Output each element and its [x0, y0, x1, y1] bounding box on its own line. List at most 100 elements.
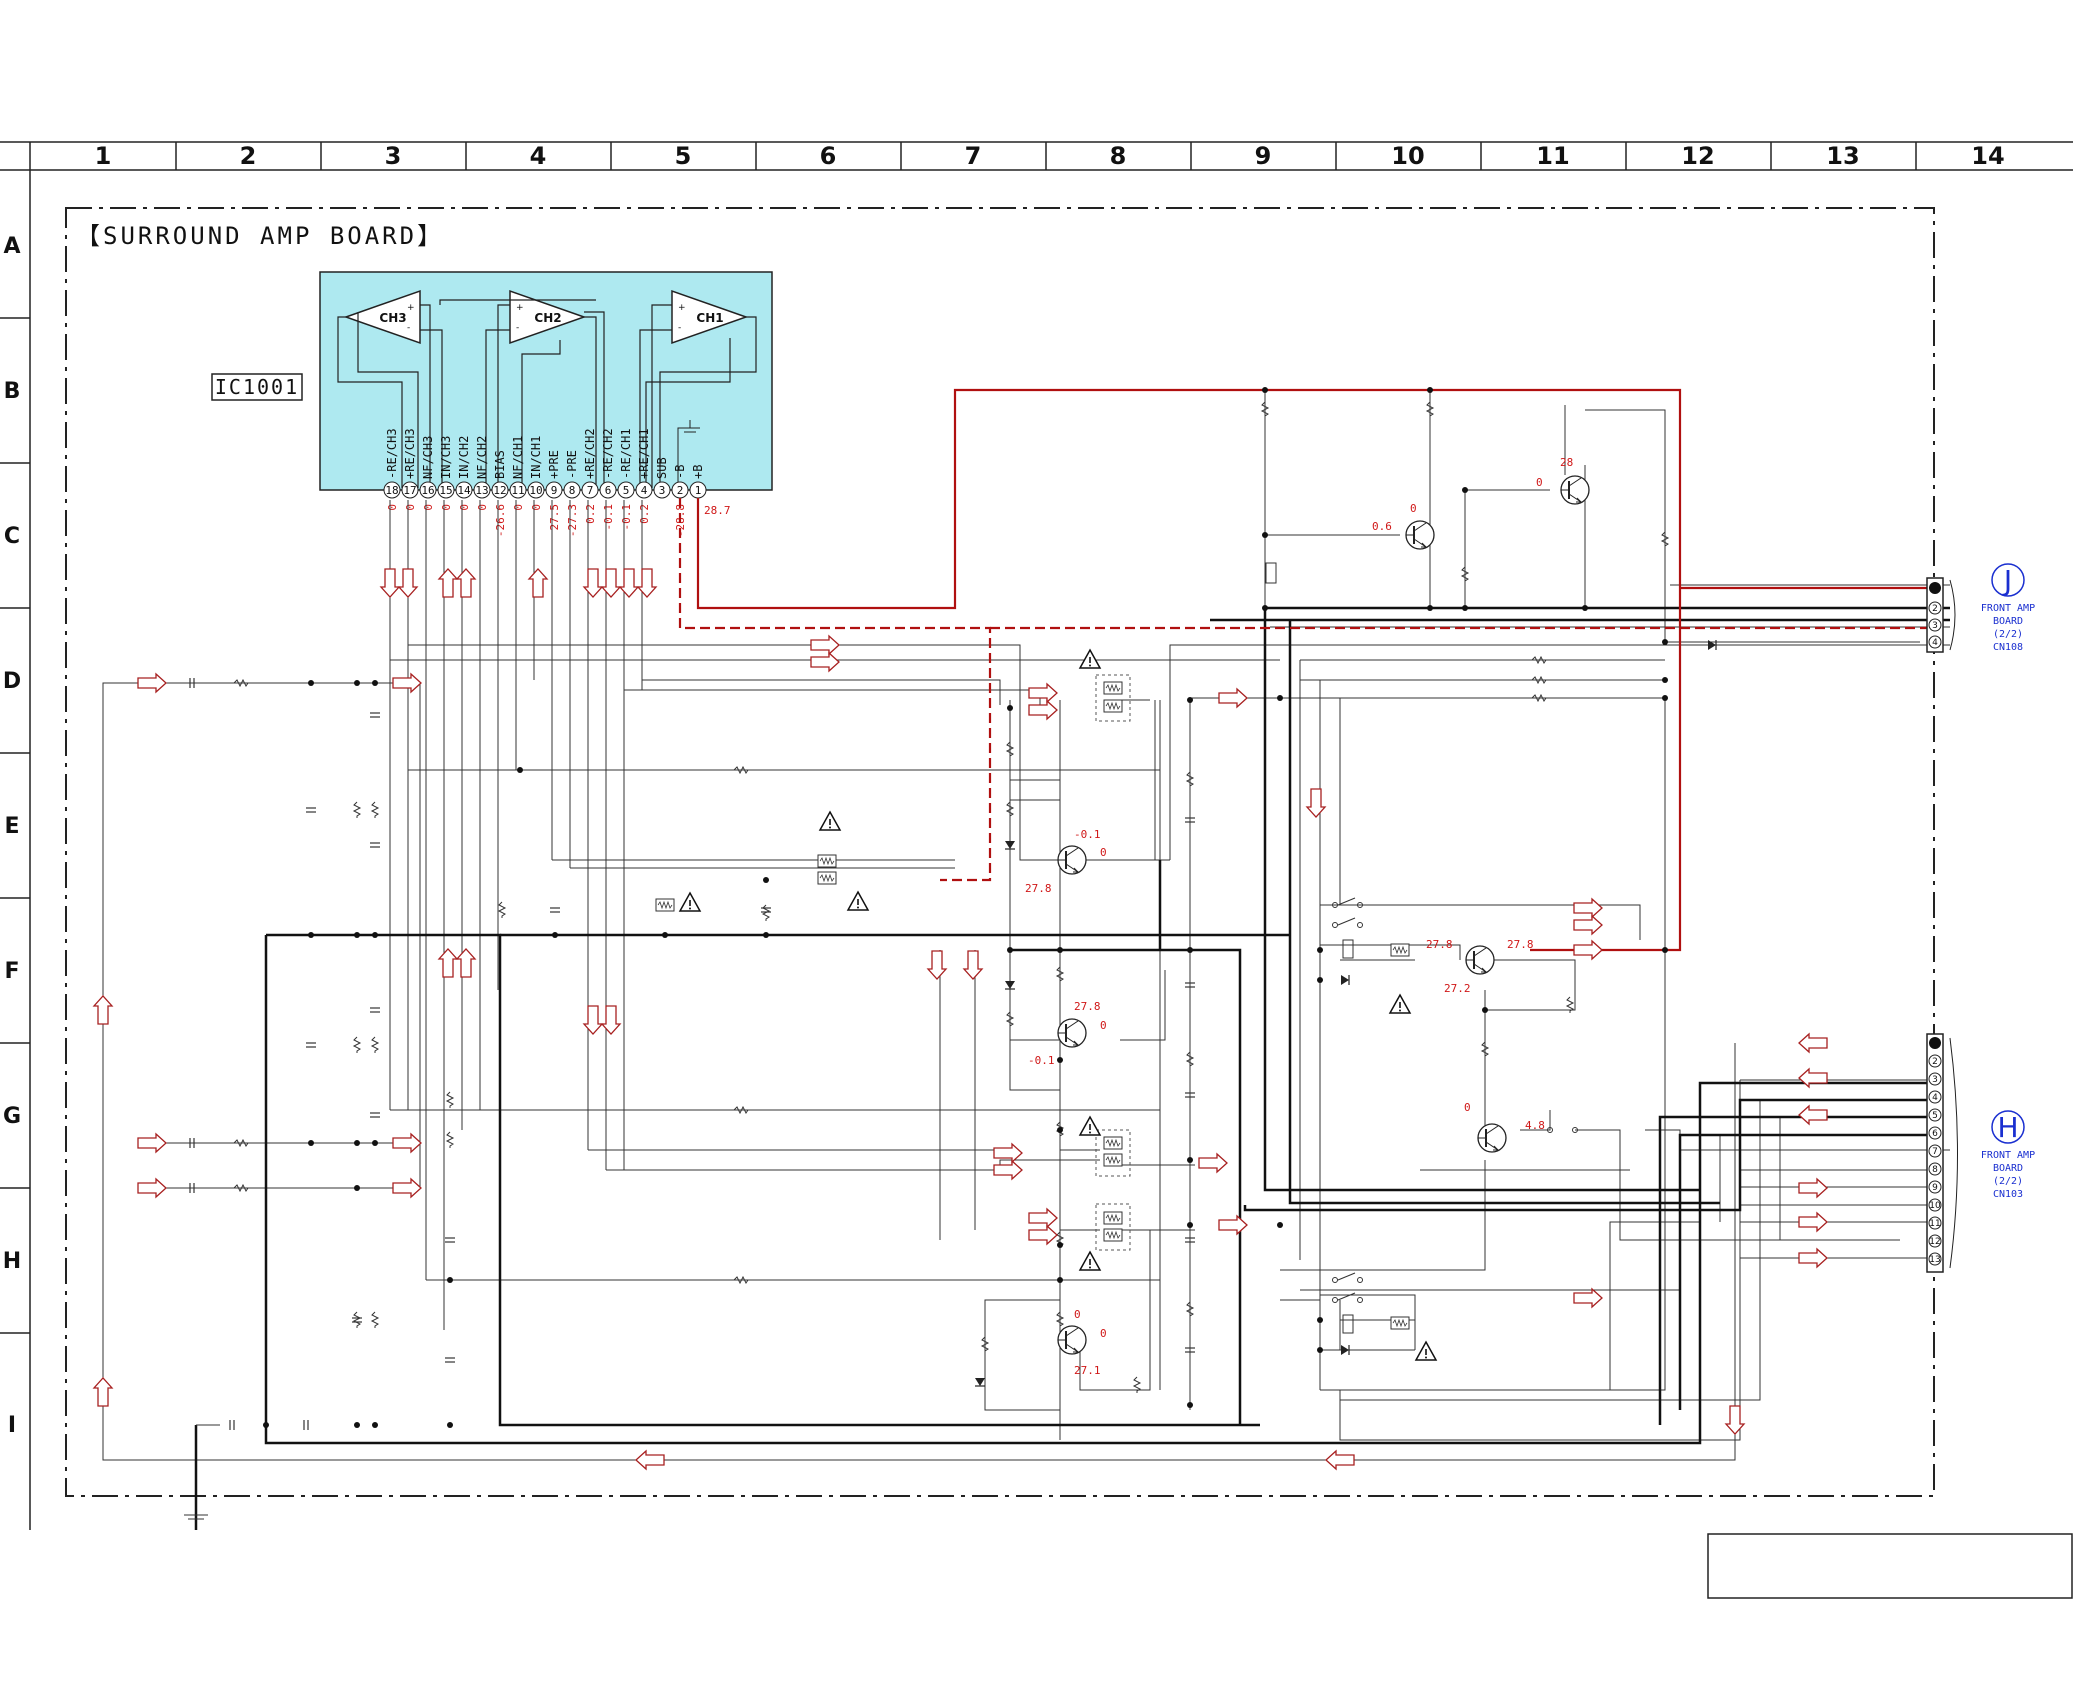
- svg-text:-: -: [407, 323, 410, 333]
- connector-h-pin-circle: [1928, 1162, 1942, 1176]
- ic-pin: [491, 481, 509, 499]
- row-label: E: [4, 814, 19, 839]
- ic-pin-name: -RE/CH2: [601, 428, 615, 479]
- signal-flow-arrows: [93, 568, 1828, 1470]
- ic-pin-name: +RE/CH1: [637, 428, 651, 479]
- ch3-label: CH3: [379, 311, 406, 325]
- voltage-label: 27.1: [1074, 1364, 1101, 1377]
- connector-h-pin: 13: [1929, 1255, 1940, 1265]
- ic-pin-number: 12: [493, 484, 506, 497]
- ic-pin-number: 3: [659, 484, 666, 497]
- svg-text:-: -: [678, 323, 681, 333]
- voltage-labels: 0.6 0 0 28 -0.1 0 27.8 27.8 0 -0.1 27.8 …: [1025, 456, 1573, 1377]
- connector-h-pin: 8: [1932, 1165, 1938, 1175]
- col-label: 8: [1110, 142, 1127, 170]
- voltage-label: 27.8: [1507, 938, 1534, 951]
- fuse-groups: [1095, 674, 1131, 1251]
- connector-h-line: BOARD: [1993, 1163, 2023, 1174]
- connector-h-pin-circle: [1928, 1072, 1942, 1086]
- ic-pin: [599, 481, 617, 499]
- ch1-label: CH1: [696, 311, 723, 325]
- ic-pin-name: NF/CH2: [475, 436, 489, 479]
- ic-pin-voltage: 0: [458, 504, 471, 511]
- connector-h-pin-circle: [1928, 1180, 1942, 1194]
- connector-h-pin-circle: [1928, 1216, 1942, 1230]
- svg-text:+: +: [516, 303, 524, 313]
- row-label: D: [3, 669, 21, 694]
- ic-pin-voltage: 0: [404, 504, 417, 511]
- ic-pin-name: -PRE: [565, 450, 579, 479]
- ic-pin-name: IN/CH3: [439, 436, 453, 479]
- col-label: 11: [1536, 142, 1569, 170]
- connector-h-pin-circle: [1928, 1234, 1942, 1248]
- ic-pin-number: 4: [641, 484, 648, 497]
- voltage-label: 27.8: [1074, 1000, 1101, 1013]
- ic-pin-name: -RE/CH3: [385, 428, 399, 479]
- board-title: 【SURROUND AMP BOARD】: [76, 222, 444, 250]
- relay-switches: [1332, 897, 1578, 1334]
- row-label: I: [8, 1413, 16, 1438]
- connector-j-line: BOARD: [1993, 616, 2023, 627]
- connector-h-pin: 10: [1929, 1201, 1941, 1211]
- voltage-label: 0: [1410, 502, 1417, 515]
- voltage-label: 0.6: [1372, 520, 1392, 533]
- col-label: 7: [965, 142, 982, 170]
- ch1-amplifier: [671, 289, 749, 345]
- col-label: 6: [820, 142, 837, 170]
- voltage-label: 0: [1100, 846, 1107, 859]
- connector-h-pin: 11: [1929, 1219, 1940, 1229]
- ic-pin: [617, 481, 635, 499]
- diodes: [974, 639, 1717, 1387]
- signal-wires: [102, 390, 1950, 1461]
- connector-h-line: (2/2): [1993, 1176, 2023, 1187]
- col-label: 1: [95, 142, 112, 170]
- ic-pin: [437, 481, 455, 499]
- ic-pin: [419, 481, 437, 499]
- ic1001-pins: 18-RE/CH3017+RE/CH3016NF/CH3015IN/CH3014…: [383, 428, 731, 537]
- ic-pin: [545, 481, 563, 499]
- ic-pin-number: 1: [695, 484, 702, 497]
- power-wires: [678, 388, 1935, 952]
- connector-j-letter: J: [2002, 564, 2012, 597]
- ic-pin-voltage: -0.1: [602, 504, 615, 531]
- ic-pin-number: 2: [677, 484, 684, 497]
- resistors: [233, 401, 1669, 1394]
- connector-h-pin-circle: [1928, 1198, 1942, 1212]
- row-label: H: [3, 1249, 21, 1274]
- row-label: G: [3, 1104, 21, 1129]
- voltage-label: -0.1: [1074, 828, 1101, 841]
- voltage-label: 0: [1100, 1019, 1107, 1032]
- ic-pin-voltage: 27.5: [548, 504, 561, 531]
- voltage-label: -0.1: [1028, 1054, 1055, 1067]
- col-label: 14: [1971, 142, 2004, 170]
- ic-pin-number: 17: [403, 484, 416, 497]
- ic1001-label: IC1001: [215, 375, 299, 399]
- connector-h-pin: 12: [1929, 1237, 1940, 1247]
- connector-j-line: CN108: [1993, 642, 2023, 653]
- col-label: 10: [1391, 142, 1424, 170]
- ic-pin: [383, 481, 401, 499]
- connector-h-pin: 2: [1932, 1057, 1938, 1067]
- ic-pin-name: NF/CH1: [511, 436, 525, 479]
- ic-pin-voltage: 0: [512, 504, 525, 511]
- row-label: B: [4, 379, 21, 404]
- svg-text:-: -: [516, 323, 519, 333]
- connector-j-line: (2/2): [1993, 629, 2023, 640]
- ic-pin-number: 9: [551, 484, 558, 497]
- connector-h-pin: 5: [1932, 1111, 1938, 1121]
- ic-pin-number: 14: [457, 484, 471, 497]
- ic-pin-name: +RE/CH3: [403, 428, 417, 479]
- ch3-amplifier: [343, 289, 421, 345]
- ic-pin-number: 7: [587, 484, 594, 497]
- connector-j-pin: 4: [1932, 638, 1938, 648]
- voltage-label: 0: [1074, 1308, 1081, 1321]
- voltage-label: 27.8: [1025, 882, 1052, 895]
- connector-j-pin: 2: [1932, 604, 1938, 614]
- voltage-label: 0: [1100, 1327, 1107, 1340]
- ch2-label: CH2: [534, 311, 561, 325]
- voltage-label: 0: [1464, 1101, 1471, 1114]
- row-label: A: [3, 234, 20, 259]
- connector-h-pin: 9: [1932, 1183, 1938, 1193]
- voltage-label: 27.2: [1444, 982, 1471, 995]
